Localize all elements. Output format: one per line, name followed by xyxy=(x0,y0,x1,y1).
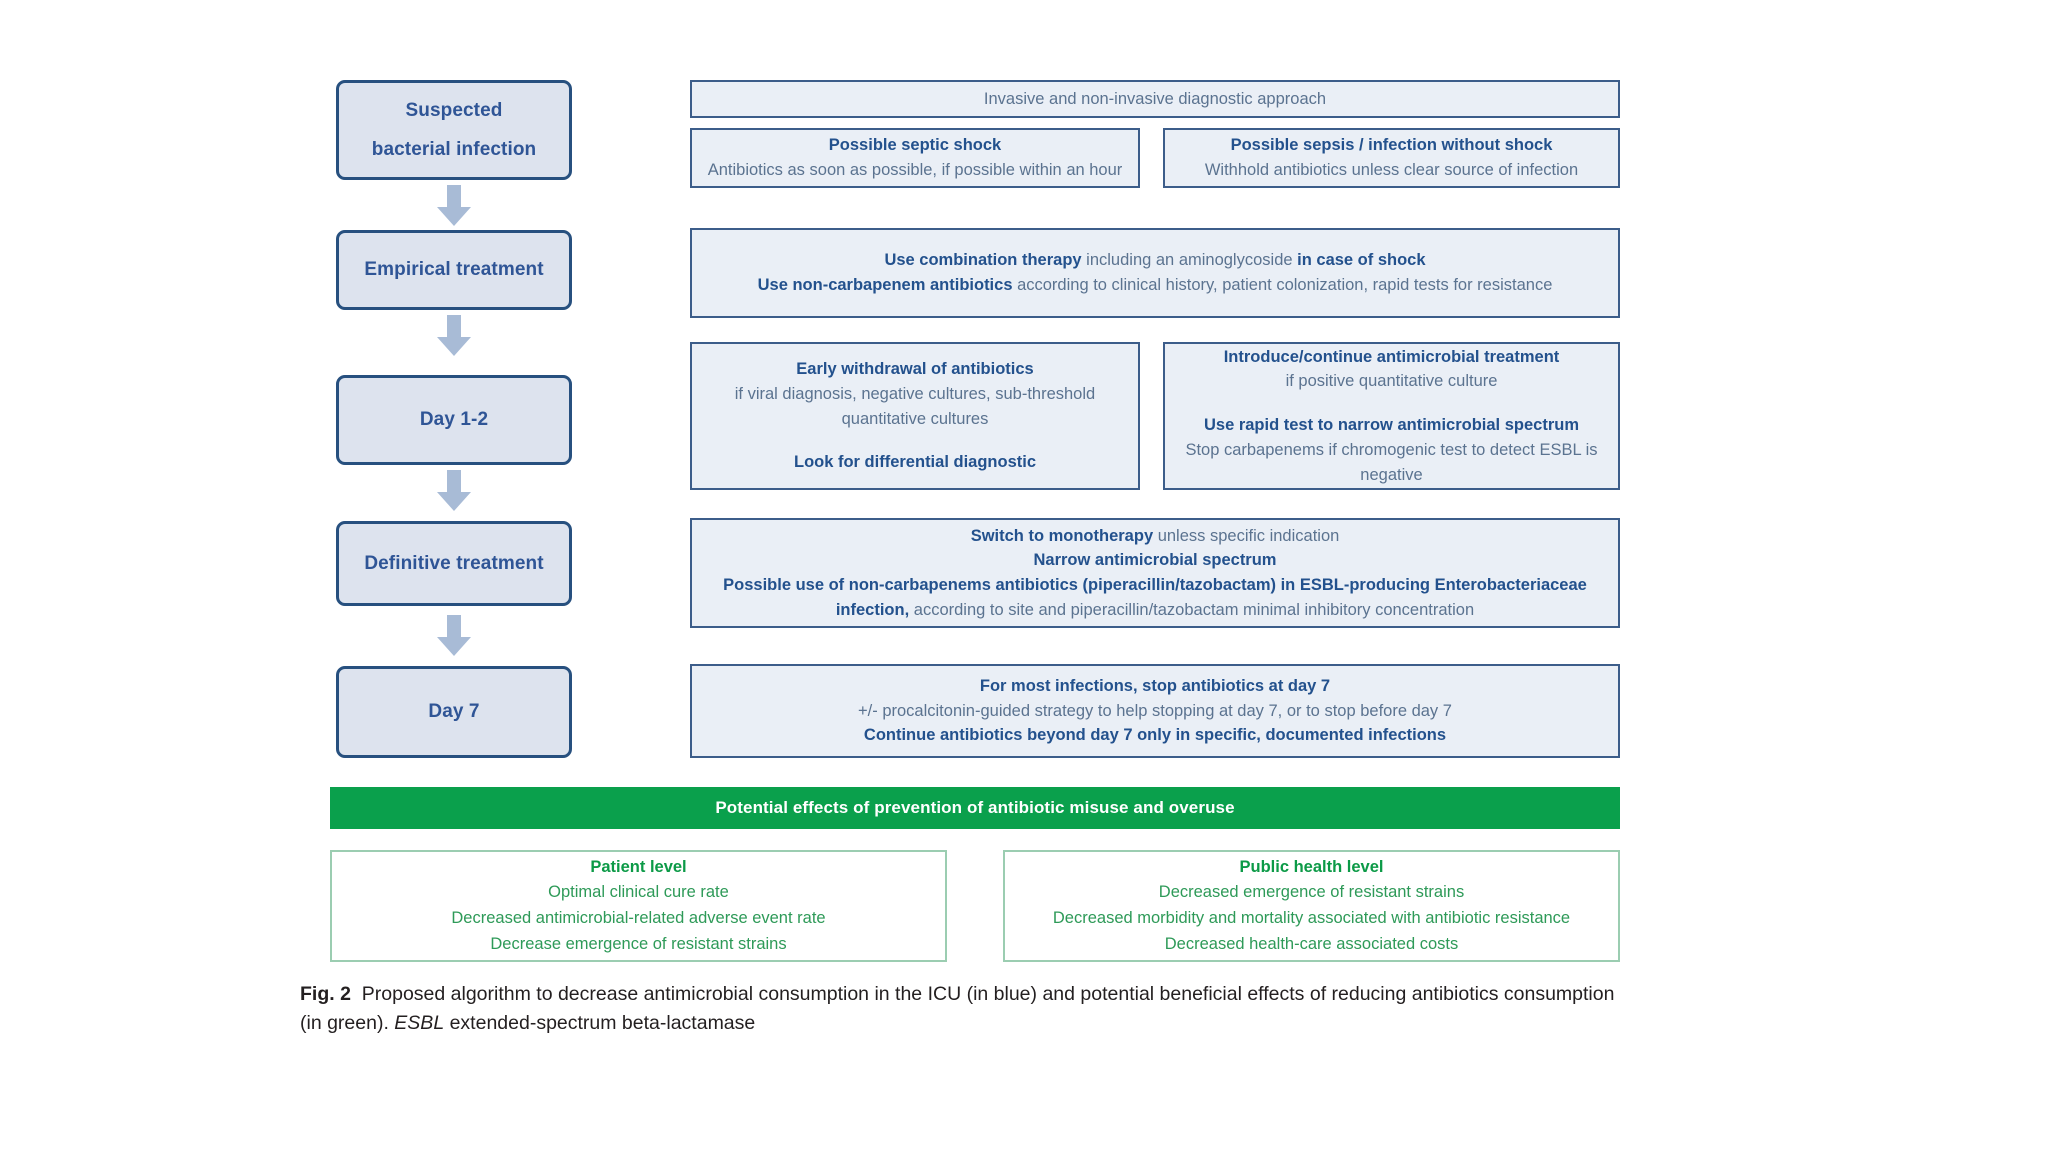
patient-level-line-2: Decreased antimicrobial-related adverse … xyxy=(451,909,826,927)
box-possible-septic-shock: Possible septic shock Antibiotics as soo… xyxy=(690,128,1140,188)
box-early-withdrawal-of-antibiotics: Early withdrawal of antibiotics if viral… xyxy=(690,342,1140,490)
introduce-continue-line-2: Stop carbapenems if chromogenic test to … xyxy=(1185,440,1598,459)
public-health-line-3: Decreased health-care associated costs xyxy=(1164,934,1459,953)
empirical-line-1: Use combination therapy including an ami… xyxy=(884,251,1426,270)
definitive-line-1: Switch to monotherapy unless specific in… xyxy=(970,526,1340,545)
green-banner-potential-effects: Potential effects of prevention of antib… xyxy=(330,787,1620,829)
stage-label-line-2: bacterial infection xyxy=(371,138,537,160)
figure-caption-text-1: Proposed algorithm to decrease antimicro… xyxy=(300,983,1615,1035)
early-withdrawal-line-1: if viral diagnosis, negative cultures, s… xyxy=(734,384,1096,403)
stage-label-line-1: Suspected xyxy=(405,99,503,121)
stage-label-empirical: Empirical treatment xyxy=(364,259,544,280)
figure-caption: Fig. 2 Proposed algorithm to decrease an… xyxy=(300,980,1630,1039)
early-withdrawal-line-2: quantitative cultures xyxy=(841,409,989,428)
definitive-line-2: Narrow antimicrobial spectrum xyxy=(1033,551,1277,570)
empirical-line-2: Use non-carbapenem antibiotics according… xyxy=(757,276,1553,294)
box-diagnostic-approach: Invasive and non-invasive diagnostic app… xyxy=(690,80,1620,118)
box-possible-sepsis-without-shock: Possible sepsis / infection without shoc… xyxy=(1163,128,1620,188)
box-empirical-treatment: Use combination therapy including an ami… xyxy=(690,228,1620,318)
early-withdrawal-heading: Early withdrawal of antibiotics xyxy=(796,360,1034,378)
patient-level-line-3: Decrease emergence of resistant strains xyxy=(490,934,787,953)
flow-arrow-down-2 xyxy=(434,315,474,357)
flow-arrow-down-3 xyxy=(434,470,474,512)
public-health-heading: Public health level xyxy=(1239,857,1384,876)
sepsis-without-shock-heading: Possible sepsis / infection without shoc… xyxy=(1230,136,1553,155)
definitive-line-3: Possible use of non-carbapenems antibiot… xyxy=(723,576,1587,594)
figure-caption-spacer xyxy=(351,983,362,1005)
day7-line-1: For most infections, stop antibiotics at… xyxy=(979,676,1331,695)
box-patient-level-outcomes: Patient level Optimal clinical cure rate… xyxy=(330,850,947,962)
figure-caption-abbrev: ESBL xyxy=(394,1012,445,1035)
diagnostic-approach-text: Invasive and non-invasive diagnostic app… xyxy=(983,89,1327,108)
introduce-continue-line-3: negative xyxy=(1360,465,1423,484)
stage-box-day-1-2: Day 1-2 xyxy=(336,375,572,465)
flow-arrow-down-4 xyxy=(434,615,474,657)
stage-box-day-7: Day 7 xyxy=(336,666,572,758)
septic-shock-heading: Possible septic shock xyxy=(828,136,1002,155)
patient-level-line-1: Optimal clinical cure rate xyxy=(548,883,729,902)
introduce-continue-heading-2: Use rapid test to narrow antimicrobial s… xyxy=(1203,416,1579,435)
stage-label-day-7: Day 7 xyxy=(428,701,480,722)
banner-text: Potential effects of prevention of antib… xyxy=(715,798,1235,817)
figure-caption-label: Fig. 2 xyxy=(300,983,351,1005)
definitive-line-4: infection, according to site and piperac… xyxy=(835,600,1475,619)
sepsis-without-shock-detail: Withhold antibiotics unless clear source… xyxy=(1204,161,1579,179)
stage-label-definitive: Definitive treatment xyxy=(364,552,544,574)
introduce-continue-heading: Introduce/continue antimicrobial treatme… xyxy=(1223,347,1560,366)
early-withdrawal-heading-2: Look for differential diagnostic xyxy=(793,453,1036,472)
stage-box-empirical-treatment: Empirical treatment xyxy=(336,230,572,310)
day7-line-3: Continue antibiotics beyond day 7 only i… xyxy=(863,726,1447,745)
stage-label-day-1-2: Day 1-2 xyxy=(419,409,489,430)
box-definitive-treatment: Switch to monotherapy unless specific in… xyxy=(690,518,1620,628)
figure-caption-text-2: extended-spectrum beta-lactamase xyxy=(444,1012,756,1035)
box-public-health-level-outcomes: Public health level Decreased emergence … xyxy=(1003,850,1620,962)
patient-level-heading: Patient level xyxy=(590,857,687,876)
introduce-continue-line-1: if positive quantitative culture xyxy=(1285,372,1498,391)
septic-shock-detail: Antibiotics as soon as possible, if poss… xyxy=(707,161,1123,179)
stage-box-suspected-bacterial-infection: Suspected bacterial infection xyxy=(336,80,572,180)
flow-arrow-down-1 xyxy=(434,185,474,227)
public-health-line-1: Decreased emergence of resistant strains xyxy=(1158,883,1465,902)
box-introduce-continue-treatment: Introduce/continue antimicrobial treatme… xyxy=(1163,342,1620,490)
public-health-line-2: Decreased morbidity and mortality associ… xyxy=(1052,909,1571,927)
stage-box-definitive-treatment: Definitive treatment xyxy=(336,521,572,606)
box-day-7-duration: For most infections, stop antibiotics at… xyxy=(690,664,1620,758)
day7-line-2: +/- procalcitonin-guided strategy to hel… xyxy=(858,701,1452,720)
